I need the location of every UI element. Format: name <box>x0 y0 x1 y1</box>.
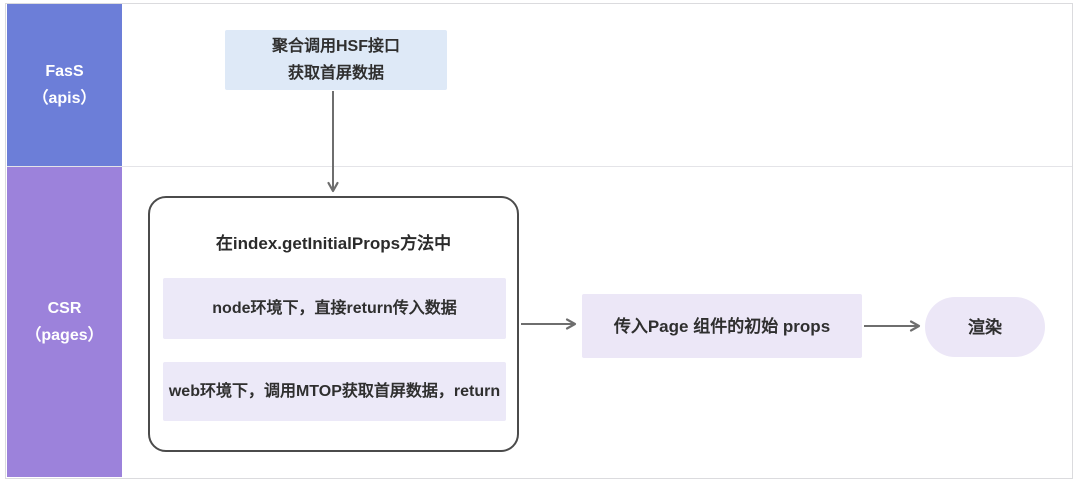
node-render: 渲染 <box>925 297 1045 357</box>
group-get-initial-props-title: 在index.getInitialProps方法中 <box>215 233 452 253</box>
node-fetch-hsf-line1: 聚合调用HSF接口 <box>271 38 400 55</box>
lane-divider <box>7 166 1072 167</box>
node-page-props: 传入Page 组件的初始 props <box>582 294 862 358</box>
node-fetch-hsf-line2: 获取首屏数据 <box>287 65 384 82</box>
node-branch-node-env: node环境下，直接return传入数据 <box>163 278 506 339</box>
swimlane-faas: FasS （apis） <box>7 4 122 166</box>
swimlane-csr: CSR （pages） <box>7 167 122 477</box>
swimlane-csr-title: CSR <box>47 300 82 317</box>
node-render-label: 渲染 <box>968 317 1002 337</box>
swimlane-csr-subtitle: （pages） <box>25 327 104 344</box>
node-branch-node-env-label: node环境下，直接return传入数据 <box>212 300 457 317</box>
node-branch-web-env-label: web环境下，调用MTOP获取首屏数据，return <box>168 383 501 400</box>
node-fetch-hsf: 聚合调用HSF接口 获取首屏数据 <box>225 30 447 90</box>
swimlane-faas-title: FasS <box>45 63 84 80</box>
swimlane-faas-subtitle: （apis） <box>32 90 97 107</box>
node-page-props-label: 传入Page 组件的初始 props <box>613 316 831 336</box>
node-branch-web-env: web环境下，调用MTOP获取首屏数据，return <box>163 362 506 421</box>
